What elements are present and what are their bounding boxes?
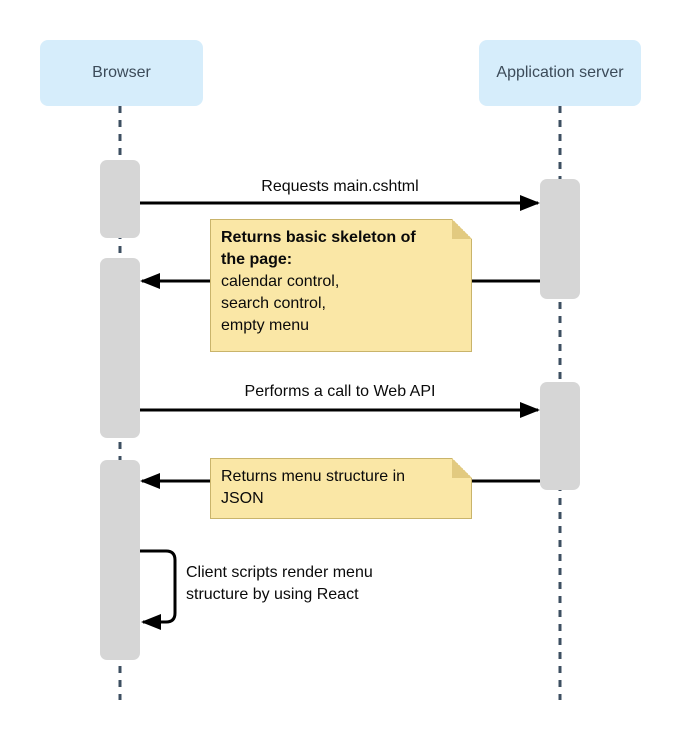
note-json: Returns menu structure in JSON — [210, 458, 472, 519]
note-fold-icon — [452, 219, 472, 239]
message-label-self-render: Client scripts render menu structure by … — [186, 564, 373, 603]
app-server-activation-2 — [540, 382, 580, 490]
browser-activation-1 — [100, 160, 140, 238]
actor-browser: Browser — [40, 40, 203, 106]
browser-activation-2 — [100, 258, 140, 438]
actor-app-server: Application server — [479, 40, 641, 106]
actor-browser-label: Browser — [92, 64, 151, 81]
note-skeleton-title: Returns basic skeleton of the page: — [221, 229, 416, 268]
message-label-call-api: Performs a call to Web API — [244, 383, 436, 400]
note-skeleton: Returns basic skeleton of the page: cale… — [210, 219, 472, 352]
note-skeleton-body: calendar control, search control, empty … — [221, 273, 340, 334]
actor-app-server-label: Application server — [496, 64, 624, 81]
note-fold-icon — [452, 458, 472, 478]
browser-activation-3 — [100, 460, 140, 660]
app-server-activation-1 — [540, 179, 580, 299]
note-json-body: Returns menu structure in JSON — [221, 468, 406, 507]
message-label-request-page: Requests main.cshtml — [261, 178, 419, 195]
self-message-loop — [140, 549, 177, 630]
